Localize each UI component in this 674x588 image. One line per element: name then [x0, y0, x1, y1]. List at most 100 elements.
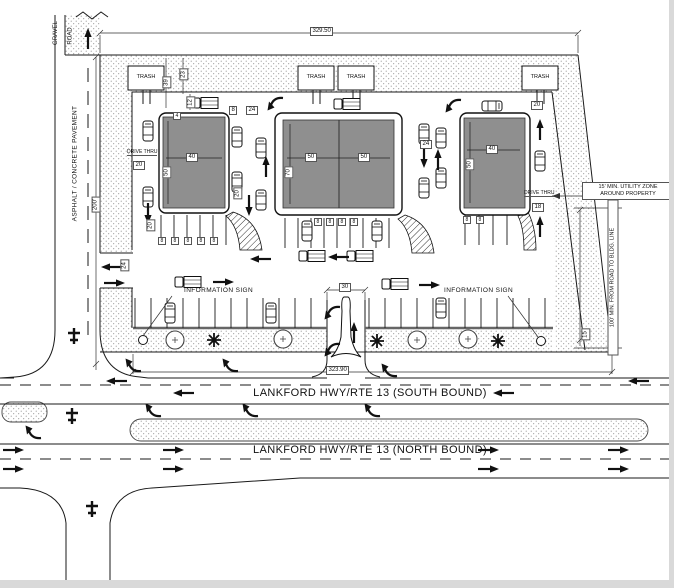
window-edge-bottom: [0, 580, 674, 588]
flow-arrow-icon: [102, 278, 127, 288]
flow-arrow-icon: [211, 277, 236, 287]
traffic-signal-icon: [66, 326, 82, 346]
flow-arrow-icon: [476, 464, 501, 474]
utility-zone-line1: 15' MIN. UTILITY ZONE: [598, 184, 658, 190]
car-icon: [255, 137, 267, 159]
truck-icon: [174, 276, 202, 288]
tree-icon: [273, 329, 293, 349]
information-sign-label: INFORMATION SIGN: [444, 287, 514, 294]
highway-northbound-label: LANKFORD HWY/RTE 13 (NORTH BOUND): [252, 444, 488, 456]
flow-arrow-icon: [248, 254, 273, 264]
trash-label: TRASH: [306, 74, 326, 80]
car-icon: [265, 302, 277, 324]
turn-arrow-icon: [241, 402, 260, 418]
tree-icon: [407, 330, 427, 350]
car-icon: [164, 302, 176, 324]
utility-zone-note: 15' MIN. UTILITY ZONE AROUND PROPERTY: [582, 182, 674, 200]
leader-lines: [142, 295, 539, 338]
car-icon: [435, 127, 447, 149]
parking-stalls: [134, 215, 546, 328]
flow-arrow-icon: [606, 464, 631, 474]
flow-arrow-icon: [261, 154, 271, 179]
roads-and-property: [0, 11, 674, 588]
flow-arrow-icon: [244, 193, 254, 218]
dim-site-top: 329.50: [310, 27, 334, 36]
turn-arrow-icon: [221, 357, 240, 373]
shrub-icon: [490, 333, 506, 349]
flow-arrow-icon: [99, 262, 124, 272]
car-icon: [301, 220, 313, 242]
car-icon: [142, 120, 154, 142]
flow-arrow-icon: [326, 252, 351, 262]
info-sign-post: [536, 336, 546, 346]
flow-arrow-icon: [535, 117, 545, 142]
tree-icon: [458, 329, 478, 349]
dim-stall-8: 8: [326, 218, 334, 226]
information-sign-label: INFORMATION SIGN: [184, 287, 254, 294]
highway-southbound-label: LANKFORD HWY/RTE 13 (SOUTH BOUND): [253, 387, 487, 399]
car-icon: [418, 177, 430, 199]
car-icon: [481, 100, 503, 112]
dim-8: 8: [229, 106, 238, 115]
dim-20: 20: [146, 219, 156, 232]
truck-icon: [333, 98, 361, 110]
flow-arrow-icon: [1, 464, 26, 474]
truck-icon: [191, 97, 219, 109]
hatched-islands: [225, 211, 537, 254]
dim-building2-unit1: 50: [305, 153, 317, 162]
entrance-median: [330, 296, 362, 358]
dim-4: 4: [173, 112, 181, 120]
dim-stall-8: 8: [158, 237, 166, 245]
tree-icon: [165, 330, 185, 350]
traffic-signal-icon: [64, 406, 80, 426]
flow-arrow-icon: [104, 376, 129, 386]
turn-arrow-icon: [444, 98, 463, 114]
dim-20: 20: [133, 161, 145, 170]
setback-note: 100' MIN. FROM ROAD TO BLDG. LINE: [607, 199, 619, 356]
car-icon: [371, 220, 383, 242]
truck-icon: [381, 278, 409, 290]
dim-stall-8: 8: [314, 218, 322, 226]
truck-icon: [298, 250, 326, 262]
shrub-icon: [206, 332, 222, 348]
car-icon: [435, 297, 447, 319]
dim-stall-8: 8: [197, 237, 205, 245]
trash-enclosures: [127, 65, 559, 91]
dim-building1-height: 50: [162, 166, 172, 179]
building-3: [459, 112, 531, 216]
dim-building2-height: 70: [284, 166, 294, 179]
dim-stall-8: 8: [210, 237, 218, 245]
dim-stall-8: 8: [338, 218, 346, 226]
building-2: [274, 112, 403, 216]
flow-arrow-icon: [433, 147, 443, 172]
trash-label: TRASH: [136, 74, 156, 80]
dim-24: 24: [246, 106, 258, 115]
dim-stall-8: 8: [171, 237, 179, 245]
truck-icon: [346, 250, 374, 262]
turn-arrow-icon: [266, 96, 285, 112]
utility-zone-line2: AROUND PROPERTY: [600, 191, 656, 197]
car-icon: [534, 150, 546, 172]
turn-island: [1, 401, 48, 423]
flow-arrow-icon: [417, 280, 442, 290]
trash-label: TRASH: [530, 74, 550, 80]
dim-building2-unit2: 50: [358, 153, 370, 162]
dim-entrance-west: 24: [120, 259, 130, 272]
highway-median: [129, 418, 649, 442]
flow-arrow-icon: [161, 464, 186, 474]
drive-thru-label: DRIVE THRU: [127, 149, 158, 156]
flow-arrow-icon: [419, 145, 429, 170]
pavement-label: ASPHALT / CONCRETE PAVEMENT: [71, 105, 79, 222]
dim-entrance-center: 30: [339, 283, 351, 292]
dim-building1-width: 40: [186, 153, 198, 162]
dim-stall-8: 8: [476, 216, 484, 224]
window-edge-right: [669, 0, 674, 588]
dim-building3-height: 50: [465, 158, 475, 171]
dim-road-length: 200': [91, 196, 101, 213]
dim-23: 23: [179, 68, 189, 81]
building-1: [158, 112, 230, 214]
dim-building3-width: 40: [486, 145, 498, 154]
turn-arrow-icon: [380, 362, 399, 378]
